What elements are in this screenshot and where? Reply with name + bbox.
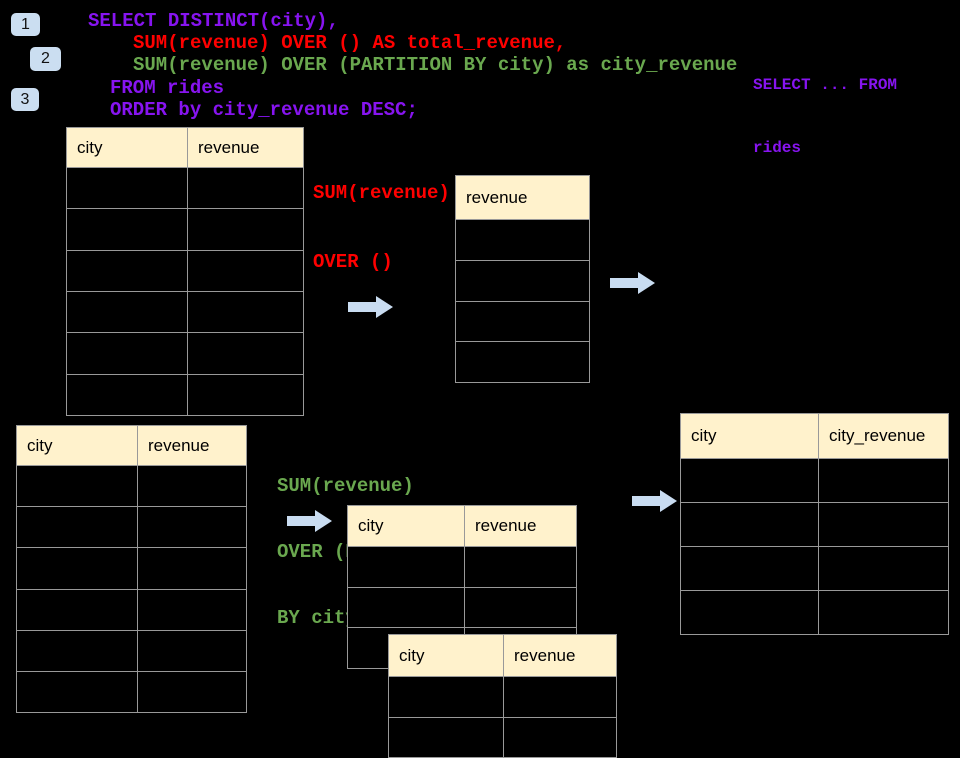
column-header-revenue: revenue [466,187,528,207]
table-row [67,290,303,333]
sql-line-total-revenue: SUM(revenue) OVER () AS total_revenue, [133,32,567,54]
table-row [456,341,589,382]
table-row [17,588,246,630]
table-row [17,670,246,713]
table-row [456,300,589,342]
side-note-line-1: SELECT ... FROM [753,76,898,94]
column-header-city: city [399,645,425,665]
city-revenue-result-table: city city_revenue [680,413,949,635]
table-row [456,219,589,260]
total-revenue-result-table: revenue [455,175,590,383]
sql-line-partition: SUM(revenue) OVER (PARTITION BY city) as… [133,54,738,76]
table-header-row: revenue [456,176,589,219]
annotation-line: SUM(revenue) [277,475,414,497]
table-row [681,458,948,502]
column-header-city: city [27,435,53,455]
column-header-city: city [358,516,384,535]
right-arrow-icon [632,489,678,513]
sql-line-order-by: ORDER by city_revenue DESC; [110,99,418,121]
side-note-line-2: rides [753,139,802,157]
column-header-city: city [691,426,717,445]
table-row [67,208,303,250]
table-header-row: city revenue [17,426,246,465]
right-arrow-icon [348,295,394,319]
table-row [348,546,576,587]
partition-result-table-front: city revenue [388,634,617,758]
table-row [389,716,616,757]
right-arrow-icon [610,271,656,295]
table-row [67,332,303,374]
table-row [67,167,303,209]
sql-line-from: FROM rides [110,77,225,99]
column-header-revenue: revenue [187,128,303,167]
sql-line-select: SELECT DISTINCT(city), [88,10,339,32]
column-header-city-revenue: city_revenue [818,414,948,458]
annotation-line: SUM(revenue) [313,182,450,204]
table-header-row: city city_revenue [681,414,948,458]
table-row [681,590,948,634]
annotation-line: OVER () [313,251,393,273]
table-row [17,465,246,507]
total-revenue-annotation: SUM(revenue) OVER () [313,136,450,297]
table-header-row: city revenue [389,635,616,676]
column-header-revenue: revenue [503,635,616,676]
table-row [17,547,246,589]
rides-source-table-1: city revenue [66,127,304,416]
table-row [17,506,246,548]
column-header-revenue: revenue [464,506,576,546]
table-row [348,586,576,628]
table-header-row: city revenue [67,128,303,167]
table-row [681,502,948,546]
step-3-badge: 3 [11,88,39,111]
table-row [456,259,589,301]
side-note: SELECT ... FROM rides [753,33,897,180]
column-header-city: city [77,137,103,157]
table-row [67,373,303,415]
table-header-row: city revenue [348,506,576,546]
table-row [17,629,246,671]
table-row [389,676,616,717]
rides-source-table-2: city revenue [16,425,247,713]
slide-canvas: { "colors": { "purple": "#8714F0", "red"… [11,10,949,758]
table-row [681,546,948,590]
step-2-badge: 2 [30,47,61,71]
column-header-revenue: revenue [137,426,246,465]
right-arrow-icon [287,509,333,533]
step-1-badge: 1 [11,13,40,36]
table-row [67,249,303,291]
